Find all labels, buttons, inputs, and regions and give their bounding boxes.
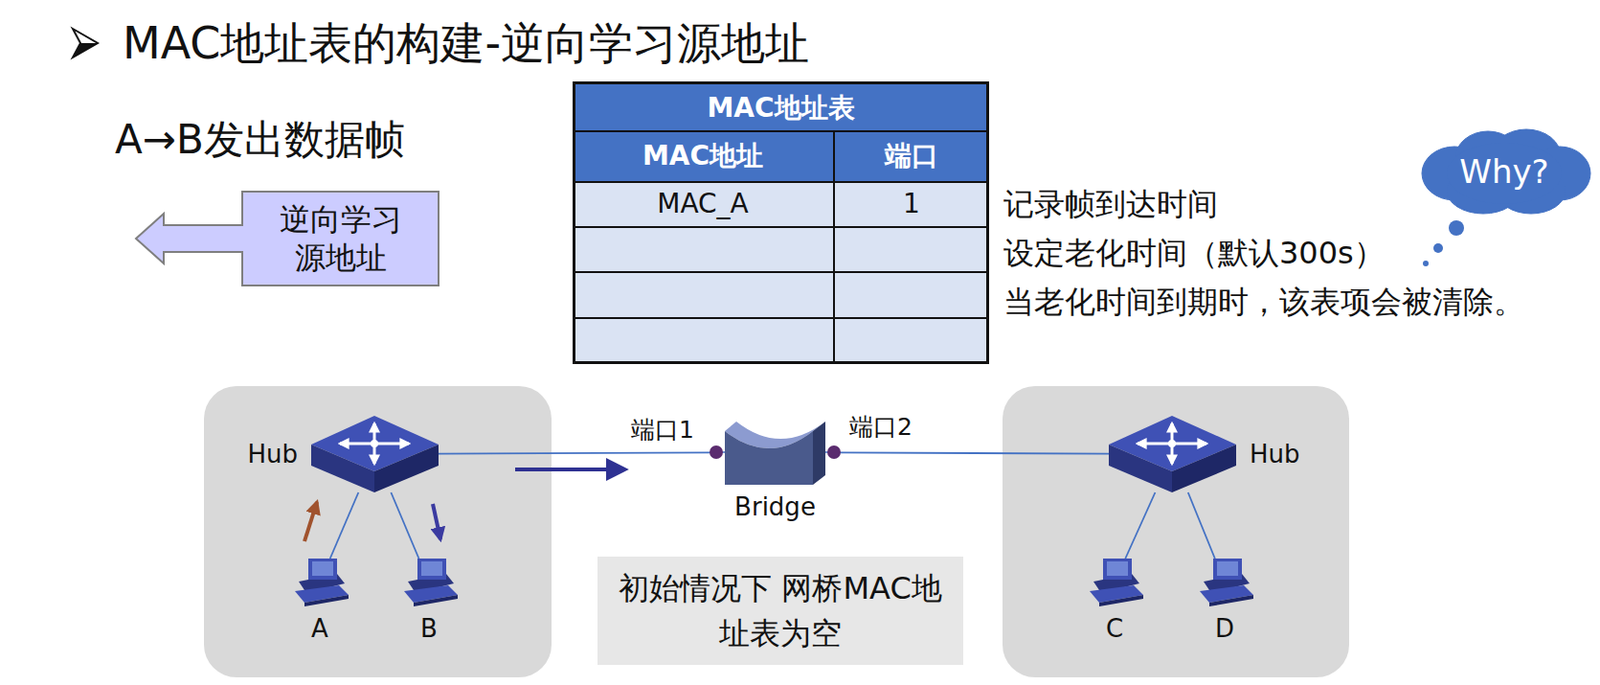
note-text: 当老化时间到期时，该表项会被清除。 <box>1003 284 1525 320</box>
mac-table-shape <box>575 84 987 361</box>
mac-table-grid <box>572 81 990 364</box>
flow-arrow <box>432 503 441 540</box>
node-text: Hub <box>247 439 298 469</box>
port-label: 端口2 <box>849 413 913 442</box>
flow-arrow <box>304 501 317 541</box>
network-link <box>438 451 712 453</box>
note-box: 初始情况下 网桥MAC地址表为空 <box>597 556 964 665</box>
bridge-icon: Bridge <box>711 417 839 487</box>
host-computer: C <box>1085 558 1144 607</box>
node-text: A <box>311 613 329 643</box>
hub-icon-shape <box>1108 415 1237 493</box>
node-text: 逆向学习 源地址 <box>269 200 413 277</box>
node-text: Bridge <box>734 492 816 521</box>
network-link <box>1125 492 1155 559</box>
note-text: 记录帧到达时间 <box>1003 186 1218 223</box>
node-text: C <box>1105 613 1124 643</box>
host-computer-shape <box>1195 558 1254 607</box>
frame-caption: A→B发出数据帧 <box>114 116 406 163</box>
network-link <box>330 492 360 559</box>
slide-title: MAC地址表的构建-逆向学习源地址 <box>122 18 810 69</box>
table-cell: 1 <box>902 188 921 220</box>
node-text: 初始情况下 网桥MAC地址表为空 <box>610 565 950 655</box>
thought-bubble <box>1448 220 1465 236</box>
hub-icon: Hub <box>311 415 439 493</box>
node-text: D <box>1215 613 1235 643</box>
thought-bubble <box>1422 260 1429 267</box>
note-text: 设定老化时间（默认300s） <box>1003 235 1385 271</box>
node-text: Why? <box>1459 152 1549 191</box>
hub-icon: Hub <box>1108 415 1237 493</box>
host-computer-shape <box>291 558 349 607</box>
learn-arrow-box: 逆向学习 源地址 <box>135 191 439 286</box>
bullet-shade <box>72 43 98 58</box>
port-label: 端口1 <box>630 416 695 445</box>
network-link <box>838 451 1109 453</box>
lan-region <box>1002 385 1350 677</box>
table-cell: MAC_A <box>656 188 749 220</box>
table-header-cell: MAC地址 <box>642 140 764 172</box>
thought-cloud: Why? <box>1416 125 1593 218</box>
network-link <box>1188 492 1216 559</box>
bullet-symbol <box>72 28 98 58</box>
mac-table: MAC地址表 <box>572 81 990 364</box>
node-text: MAC地址表 <box>575 84 987 132</box>
node-text: B <box>420 613 438 643</box>
host-computer: B <box>400 558 458 607</box>
host-computer-shape <box>400 558 458 607</box>
lan-region <box>203 385 552 677</box>
bridge-icon-shape <box>711 417 839 487</box>
hub-icon-shape <box>311 415 439 493</box>
host-computer: D <box>1195 558 1254 607</box>
network-link <box>390 492 419 559</box>
flow-arrow <box>515 467 625 472</box>
host-computer-shape <box>1085 558 1144 607</box>
node-text: Hub <box>1249 439 1301 469</box>
host-computer: A <box>291 558 349 607</box>
thought-bubble <box>1433 243 1443 253</box>
table-header-cell: 端口 <box>884 140 939 172</box>
